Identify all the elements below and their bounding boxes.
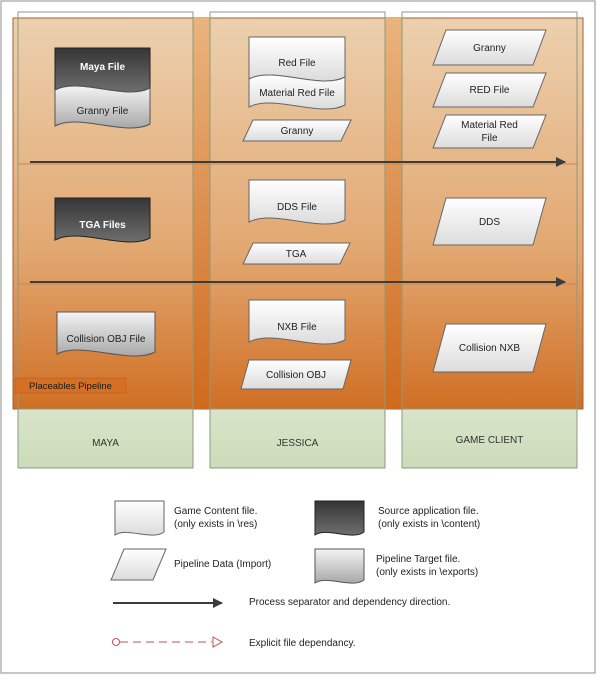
legend-game-content-text-2: (only exists in \res) (174, 519, 257, 530)
client-red-file-label: RED File (469, 85, 509, 96)
jessica-collision-obj-label: Collision OBJ (266, 370, 326, 381)
client-collision-nxb-label: Collision NXB (459, 343, 520, 354)
column-label-jessica: JESSICA (277, 438, 319, 449)
client-red-file-data: RED File (432, 72, 547, 108)
client-material-red-label-2: File (481, 133, 498, 144)
legend-pipeline-target-symbol (314, 548, 365, 584)
red-file-label: Red File (278, 58, 316, 69)
column-footer-maya (17, 408, 194, 469)
client-collision-nxb-data: Collision NXB (432, 323, 547, 373)
granny-file-doc: Granny File (54, 85, 151, 129)
legend-source-app-text-1: Source application file. (378, 506, 479, 517)
client-granny-data: Granny (432, 29, 547, 66)
client-dds-data: DDS (432, 197, 547, 246)
nxb-file-label: NXB File (277, 322, 317, 333)
column-footer-game-client (401, 408, 578, 469)
granny-file-label: Granny File (77, 106, 129, 117)
maya-file-doc: Maya File (54, 47, 151, 93)
jessica-tga-label: TGA (286, 249, 307, 260)
legend-pipeline-target-text-1: Pipeline Target file. (376, 554, 460, 565)
legend-pipeline-target-text-2: (only exists in \exports) (376, 567, 478, 578)
legend-source-app-symbol (314, 500, 365, 536)
legend: Game Content file. (only exists in \res)… (110, 500, 480, 649)
red-file-doc: Red File (248, 36, 346, 82)
client-granny-label: Granny (473, 43, 506, 54)
column-jessica: JESSICA (209, 11, 386, 469)
pipeline-label: Placeables Pipeline (29, 381, 112, 392)
collision-obj-file-label: Collision OBJ File (67, 334, 146, 345)
nxb-file-doc: NXB File (248, 299, 346, 345)
column-game-client: GAME CLIENT (401, 11, 578, 469)
dds-file-doc: DDS File (248, 179, 346, 225)
jessica-collision-obj-data: Collision OBJ (240, 359, 352, 390)
jessica-granny-data: Granny (242, 119, 352, 142)
dds-file-label: DDS File (277, 202, 317, 213)
legend-process-separator-text: Process separator and dependency directi… (249, 597, 450, 608)
maya-file-label: Maya File (80, 62, 125, 73)
client-material-red-label-1: Material Red (461, 120, 518, 131)
jessica-tga-data: TGA (242, 242, 351, 265)
legend-source-app-text-2: (only exists in \content) (378, 519, 480, 530)
client-material-red-data: Material Red File (432, 114, 547, 149)
client-dds-label: DDS (479, 217, 500, 228)
legend-pipeline-data-text: Pipeline Data (Import) (174, 559, 271, 570)
collision-obj-file-doc: Collision OBJ File (56, 311, 156, 357)
legend-pipeline-data-symbol (110, 548, 167, 581)
column-label-game-client: GAME CLIENT (456, 435, 524, 446)
tga-files-label: TGA Files (79, 220, 126, 231)
column-label-maya: MAYA (92, 438, 119, 449)
jessica-granny-label: Granny (281, 126, 314, 137)
column-footer-jessica (209, 408, 386, 469)
pipeline-label-tab: Placeables Pipeline (14, 377, 127, 394)
legend-explicit-dependency-text: Explicit file dependancy. (249, 638, 356, 649)
column-maya: MAYA (17, 11, 194, 469)
legend-explicit-dependency-symbol (112, 636, 224, 648)
tga-files-doc: TGA Files (54, 197, 151, 243)
material-red-file-label: Material Red File (259, 88, 335, 99)
legend-game-content-symbol (114, 500, 165, 536)
material-red-file-doc: Material Red File (248, 74, 346, 110)
legend-game-content-text-1: Game Content file. (174, 506, 257, 517)
